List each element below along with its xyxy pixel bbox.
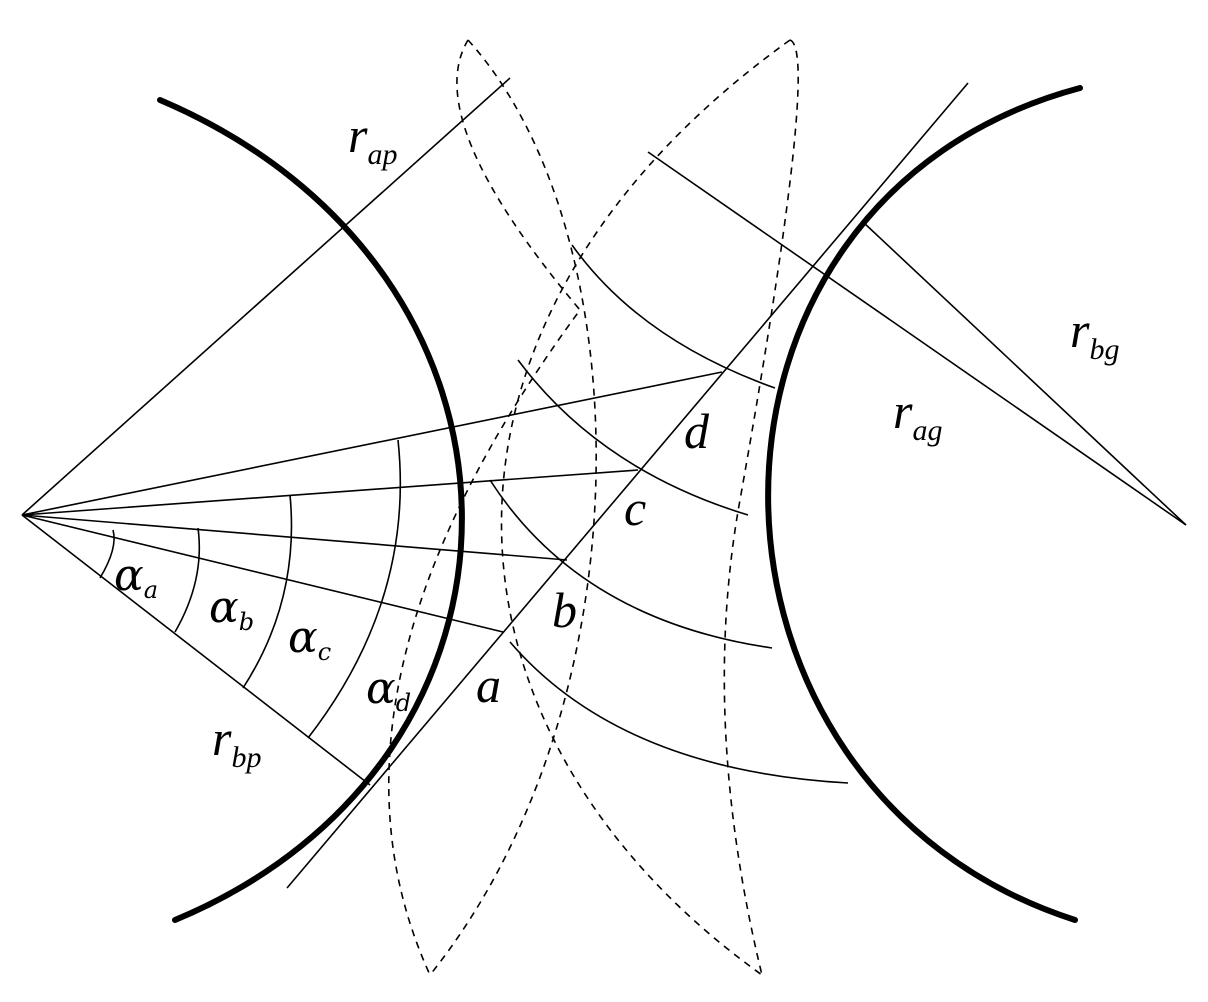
ray-to-d — [21, 371, 723, 516]
label-r-ap: rap — [348, 107, 397, 171]
label-point-a: a — [476, 657, 501, 713]
involute-arc-d — [571, 244, 776, 389]
dashed-arc-right — [723, 39, 799, 976]
label-r-bp: rbp — [212, 710, 261, 774]
label-point-b: b — [552, 582, 577, 638]
angle-arc-1 — [99, 529, 115, 579]
dashed-arc-left — [387, 39, 582, 976]
ray-to-c — [21, 469, 639, 516]
ray-to-a — [21, 514, 504, 633]
radius-line-rbp — [21, 514, 371, 786]
ray-to-b — [21, 514, 568, 561]
label-point-d: d — [684, 403, 710, 459]
radius-line-rag — [862, 221, 1187, 526]
label-alpha-b: αb — [209, 582, 254, 636]
dashed-arc-left-main — [429, 39, 597, 976]
involute-arc-b — [489, 479, 773, 649]
radius-line-rap — [21, 77, 511, 516]
label-alpha-a: αa — [114, 550, 158, 604]
angle-arc-4 — [307, 439, 402, 739]
angle-arc-2 — [174, 527, 201, 633]
angle-arc-3 — [242, 494, 293, 689]
label-point-c: c — [624, 480, 646, 536]
label-alpha-d: αd — [366, 663, 411, 717]
radius-line-rbg — [647, 151, 1187, 526]
dashed-arc-right-main — [500, 39, 791, 976]
involute-arc-a — [509, 641, 849, 784]
gear-profile — [765, 85, 1083, 923]
involute-arc-c — [517, 359, 749, 516]
label-alpha-c: αc — [288, 612, 331, 666]
label-r-bg: rbg — [1070, 302, 1119, 366]
label-r-ag: rag — [893, 383, 942, 447]
line-of-action — [286, 82, 969, 889]
pinion-profile — [157, 97, 465, 923]
